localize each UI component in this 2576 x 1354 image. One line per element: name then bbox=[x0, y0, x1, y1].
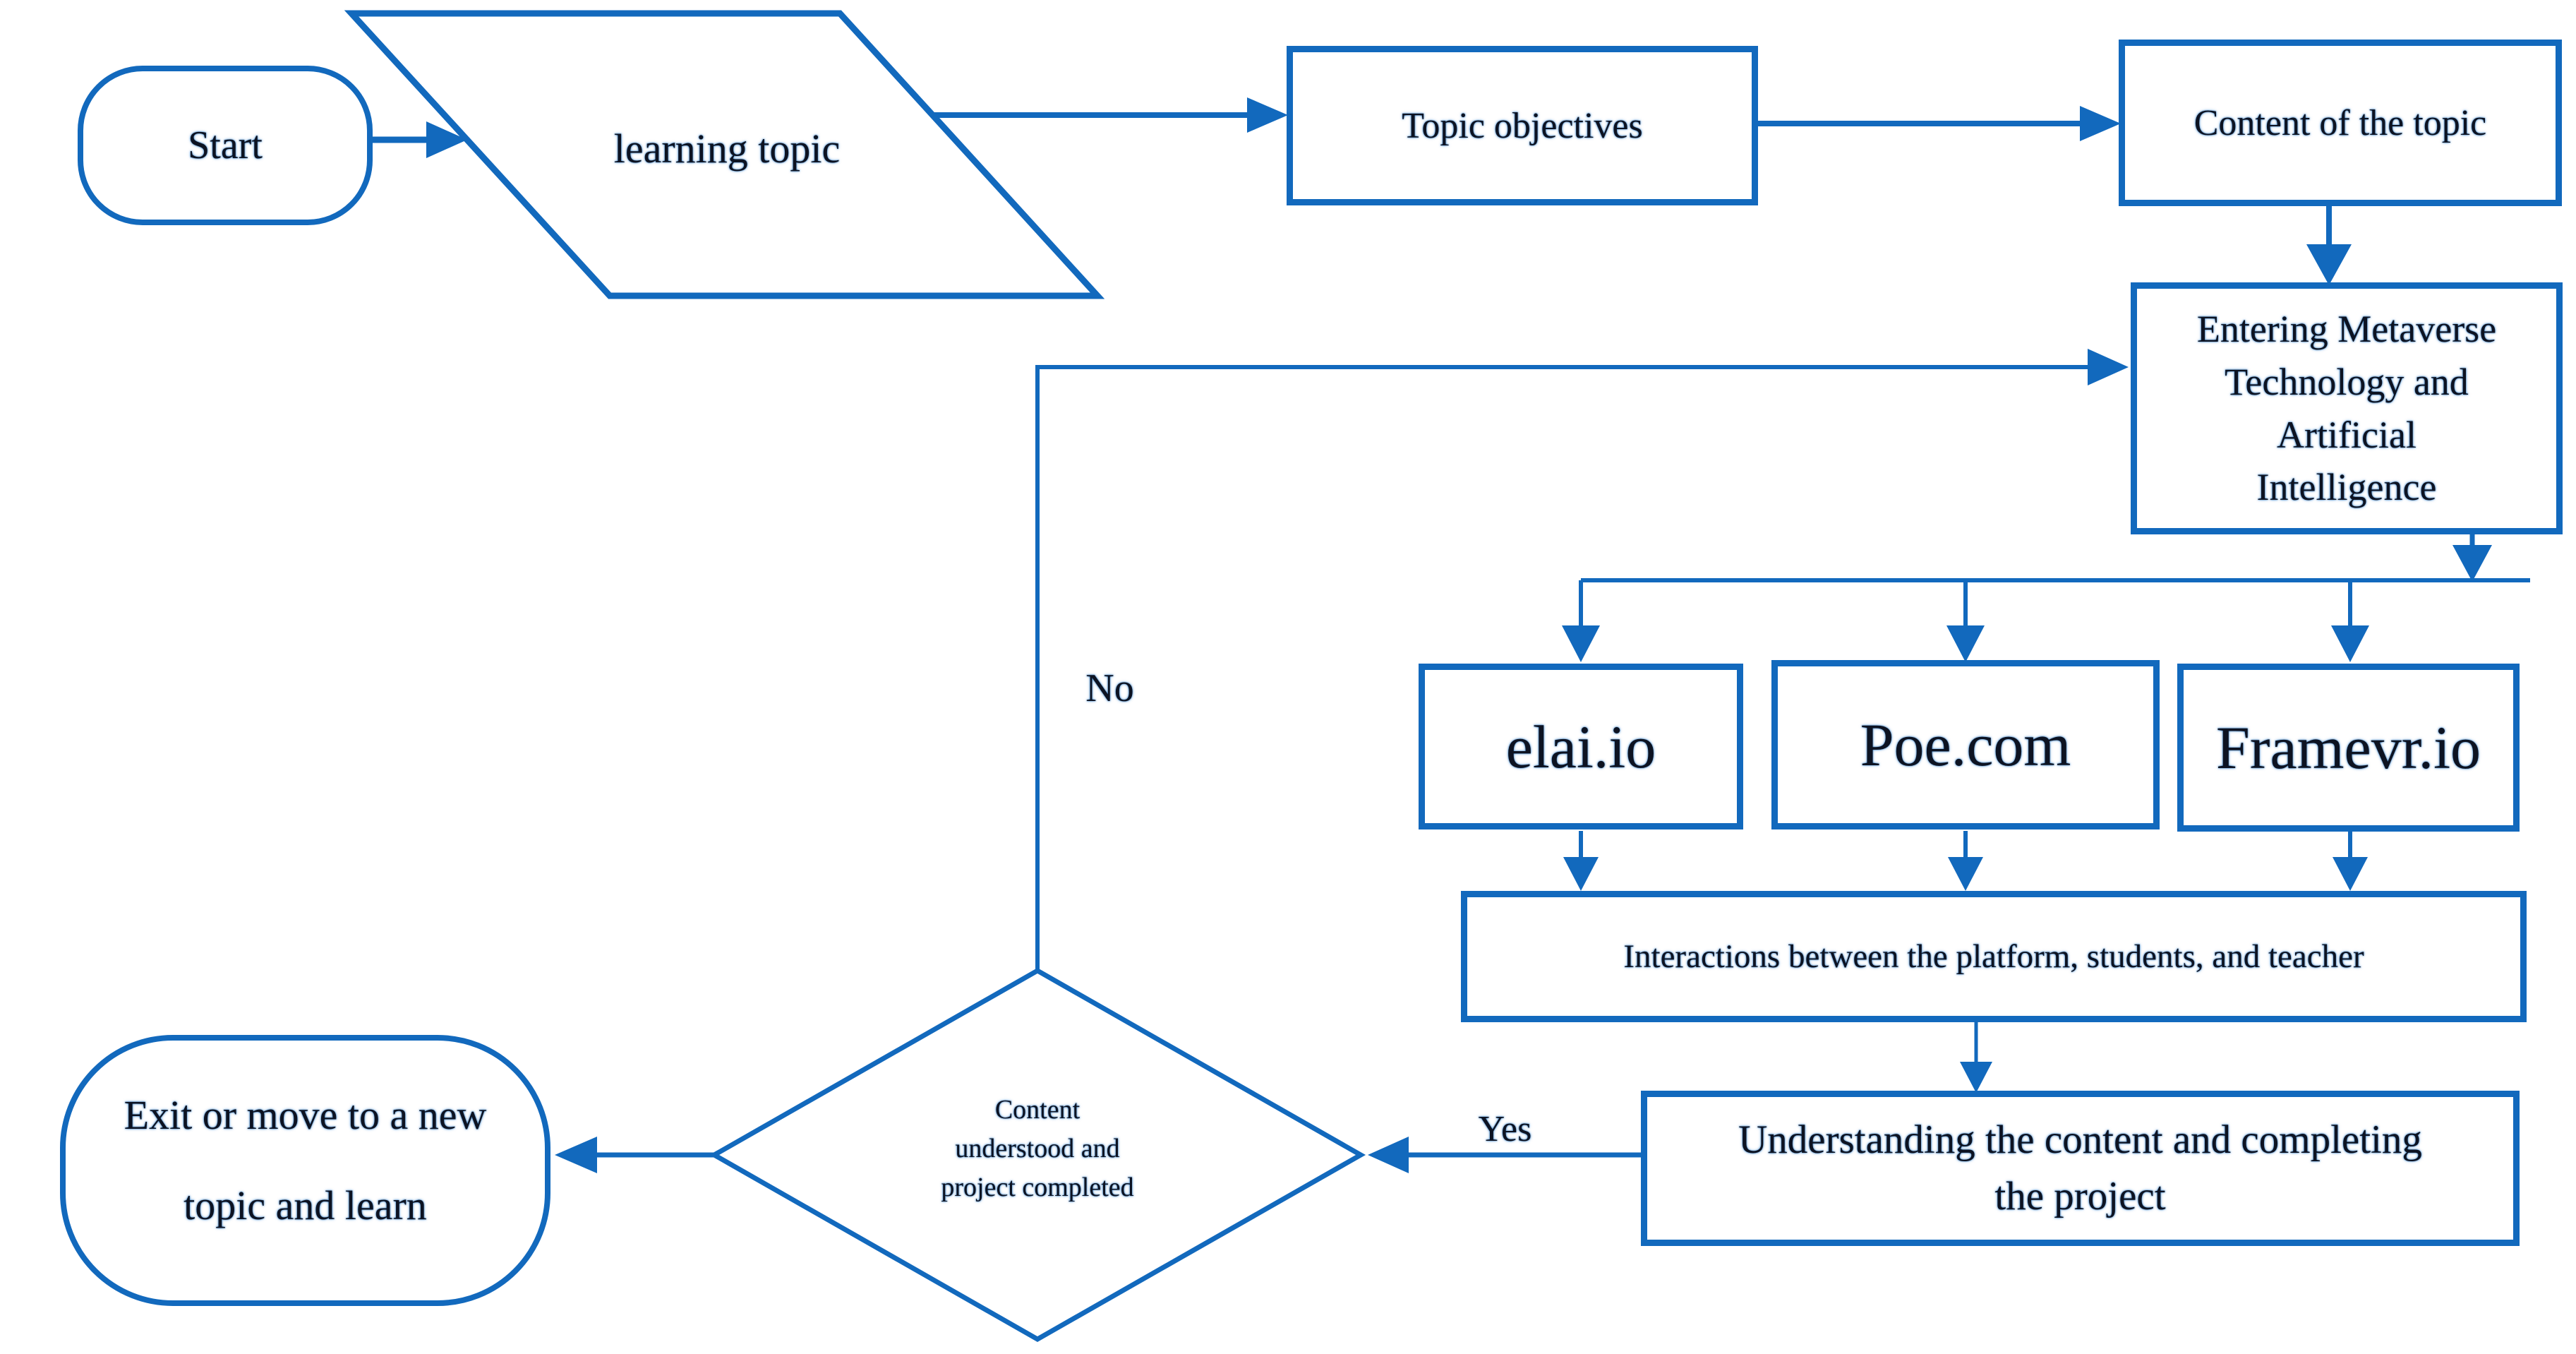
decision-node: Content understood and project completed bbox=[833, 1062, 1242, 1235]
start-node: Start bbox=[78, 66, 373, 225]
arrowhead-no-into-entering bbox=[2088, 349, 2129, 385]
arrowhead-into-topic-objectives bbox=[1247, 97, 1288, 133]
arrowhead-into-framevr bbox=[2331, 625, 2369, 662]
arrowhead-framevr-into-interactions bbox=[2333, 857, 2368, 891]
arrowhead-into-distributor bbox=[2452, 545, 2492, 582]
arrowhead-into-exit bbox=[555, 1137, 597, 1173]
interactions-node: Interactions between the platform, stude… bbox=[1461, 891, 2527, 1022]
elai-platform-node: elai.io bbox=[1419, 664, 1743, 829]
no-branch-label: No bbox=[1085, 666, 1134, 710]
content-of-topic-label: Content of the topic bbox=[2193, 102, 2487, 143]
poe-label: Poe.com bbox=[1860, 711, 2071, 779]
arrowhead-poe-into-interactions bbox=[1948, 857, 1983, 891]
poe-platform-node: Poe.com bbox=[1771, 660, 2160, 829]
understanding-label: Understanding the content and completing… bbox=[1738, 1118, 2422, 1218]
entering-metaverse-node: Entering Metaverse Technology and Artifi… bbox=[2131, 282, 2563, 534]
framevr-platform-node: Framevr.io bbox=[2177, 664, 2520, 832]
arrowhead-into-understanding bbox=[1960, 1062, 1992, 1093]
edge-no-decision-to-entering bbox=[1035, 365, 2089, 971]
content-of-topic-node: Content of the topic bbox=[2119, 40, 2562, 206]
topic-objectives-label: Topic objectives bbox=[1402, 105, 1643, 146]
arrowhead-into-poe bbox=[1946, 625, 1985, 662]
exit-label: Exit or move to a new topic and learn bbox=[124, 1092, 487, 1228]
elai-label: elai.io bbox=[1505, 712, 1656, 781]
start-label: Start bbox=[188, 124, 263, 167]
arrowhead-into-content bbox=[2080, 106, 2121, 141]
exit-node: Exit or move to a new topic and learn bbox=[60, 1035, 550, 1306]
entering-metaverse-label: Entering Metaverse Technology and Artifi… bbox=[2196, 308, 2497, 509]
framevr-label: Framevr.io bbox=[2216, 714, 2481, 781]
arrowhead-into-elai bbox=[1562, 625, 1600, 662]
decision-diamond bbox=[709, 967, 1366, 1343]
understanding-node: Understanding the content and completing… bbox=[1641, 1091, 2520, 1246]
learning-topic-parallelogram bbox=[344, 10, 1105, 299]
topic-objectives-node: Topic objectives bbox=[1287, 46, 1758, 205]
decision-label: Content understood and project completed bbox=[941, 1094, 1134, 1203]
arrowhead-elai-into-interactions bbox=[1563, 857, 1599, 891]
learning-topic-node: learning topic bbox=[508, 74, 946, 222]
arrowhead-yes-into-decision bbox=[1368, 1137, 1409, 1173]
learning-topic-label: learning topic bbox=[613, 125, 841, 172]
arrowhead-into-entering bbox=[2306, 244, 2352, 285]
arrowhead-into-learning-topic bbox=[426, 121, 467, 158]
interactions-label: Interactions between the platform, stude… bbox=[1623, 938, 2364, 975]
yes-branch-label: Yes bbox=[1478, 1109, 1532, 1149]
